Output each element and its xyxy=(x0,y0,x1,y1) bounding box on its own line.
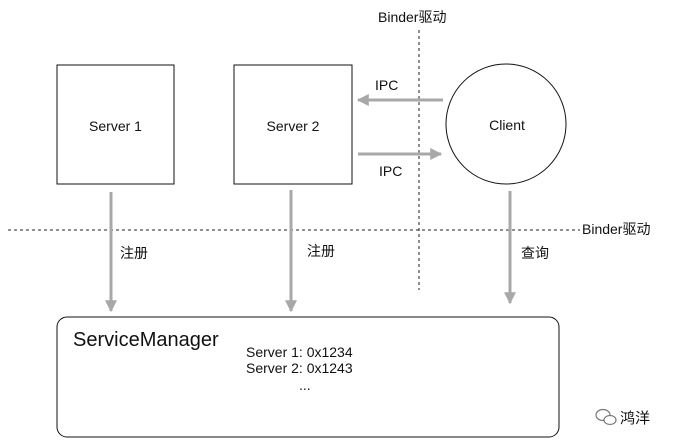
service-entry-2: Server 2: 0x1243 xyxy=(246,360,353,376)
client-label: Client xyxy=(489,117,525,133)
client-node xyxy=(445,63,567,185)
ipc-reply-label: IPC xyxy=(379,163,402,179)
binder-driver-top-label: Binder驱动 xyxy=(378,9,446,25)
server2-label: Server 2 xyxy=(267,118,320,134)
service-entry-1: Server 1: 0x1234 xyxy=(246,344,353,360)
service-manager-box xyxy=(56,316,560,438)
wechat-icon xyxy=(595,408,617,426)
server1-box xyxy=(56,64,175,185)
register-label-1: 注册 xyxy=(120,245,148,261)
binder-driver-side-label: Binder驱动 xyxy=(582,221,650,237)
register-label-2: 注册 xyxy=(307,243,335,259)
service-entry-ellipsis: ... xyxy=(299,377,311,393)
watermark-label: 鸿洋 xyxy=(620,410,650,427)
service-manager-title: ServiceManager xyxy=(73,329,219,351)
ipc-request-label: IPC xyxy=(375,77,398,93)
server1-label: Server 1 xyxy=(89,118,142,134)
server2-box xyxy=(233,64,353,185)
query-label: 查询 xyxy=(521,245,549,261)
